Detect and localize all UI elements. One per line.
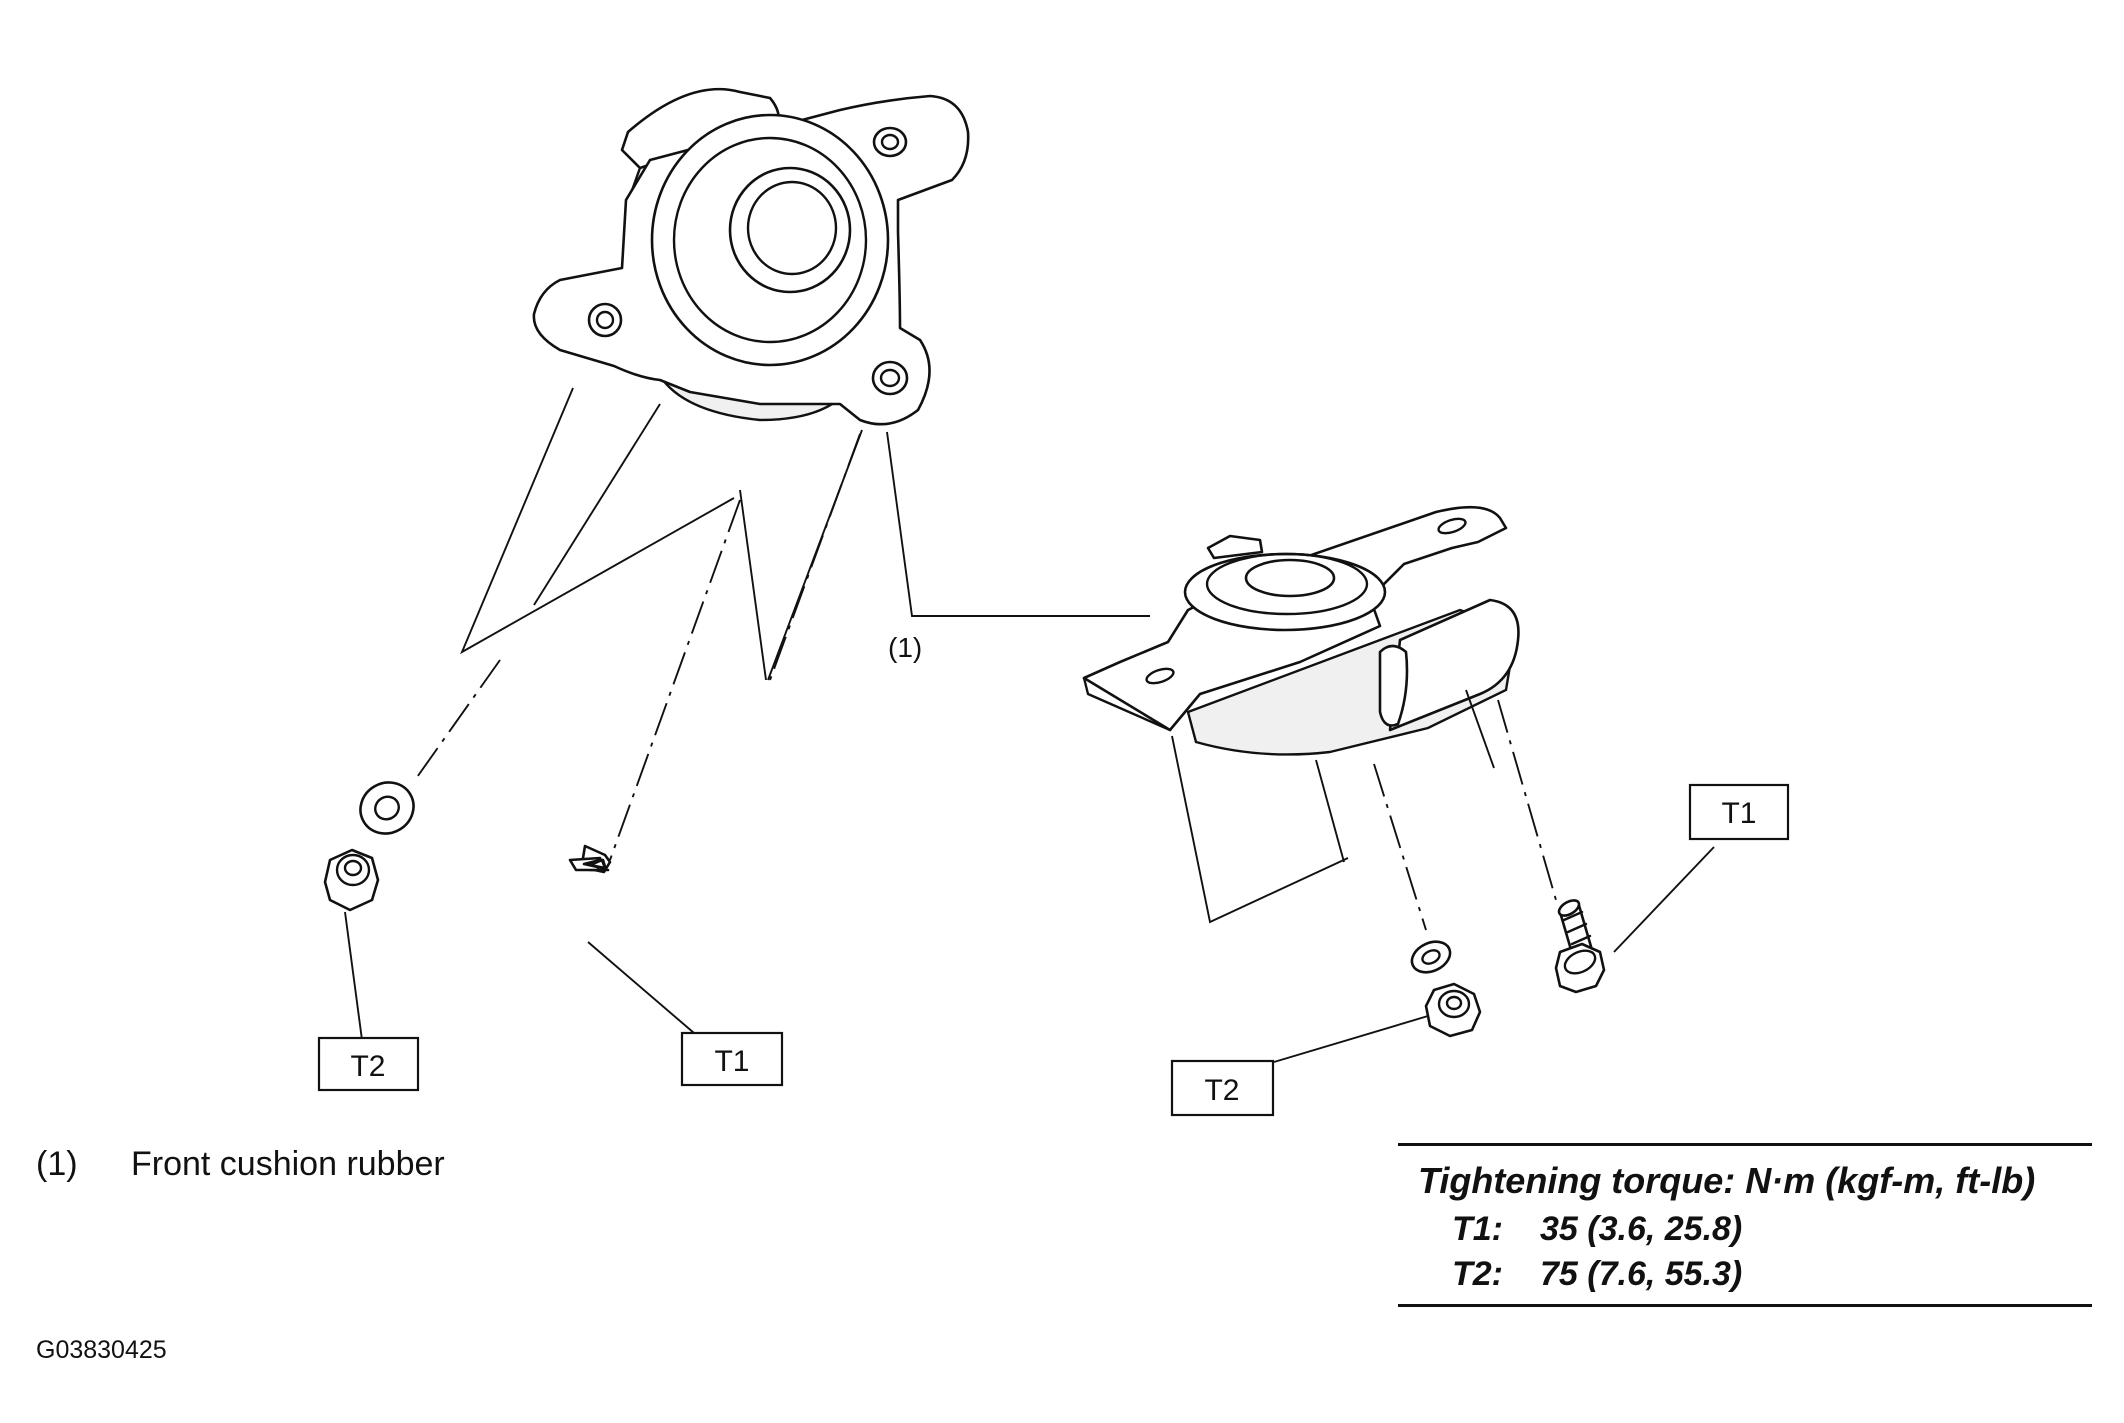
callout-number: (1) [888,632,922,663]
legend-text: Front cushion rubber [131,1145,445,1183]
left-nut-icon [323,848,380,912]
torque-value: 35 (3.6, 25.8) [1540,1210,1743,1248]
right-washer [1410,940,1452,974]
left-cushion-rubber [532,87,970,426]
figure-code: G03830425 [36,1336,167,1364]
torque-code: T2: [1452,1255,1503,1293]
label-text: T1 [714,1045,749,1078]
label-box-right-nut: T2 [1170,1015,1429,1117]
right-alignment-lines [1171,689,1557,931]
right-bolt-icon [1554,899,1606,994]
left-alignment-lines [414,387,863,861]
label-text: T1 [1721,797,1756,830]
torque-code: T1: [1452,1210,1503,1248]
table-top-rule [1398,1143,2092,1146]
label-box-left-bolt: T1 [587,941,784,1087]
left-bolt-icon [568,844,612,874]
torque-row: T2: 75 (7.6, 55.3) [1452,1255,2092,1294]
legend-number: (1) [36,1145,78,1183]
callout-front-cushion-rubber: (1) [886,431,1150,663]
torque-row: T1: 35 (3.6, 25.8) [1452,1210,2092,1249]
label-box-right-bolt: T1 [1613,783,1790,953]
torque-value: 75 (7.6, 55.3) [1540,1255,1743,1293]
table-bottom-rule [1398,1304,2092,1307]
label-box-left-nut: T2 [317,911,420,1092]
torque-table: Tightening torque: N·m (kgf-m, ft-lb) T1… [1398,1143,2092,1307]
label-text: T2 [350,1050,385,1083]
left-washer [359,781,415,835]
right-nut-icon [1424,982,1482,1038]
label-text: T2 [1204,1074,1239,1107]
torque-heading: Tightening torque: N·m (kgf-m, ft-lb) [1418,1160,2036,1201]
right-cushion-rubber [1082,505,1520,756]
